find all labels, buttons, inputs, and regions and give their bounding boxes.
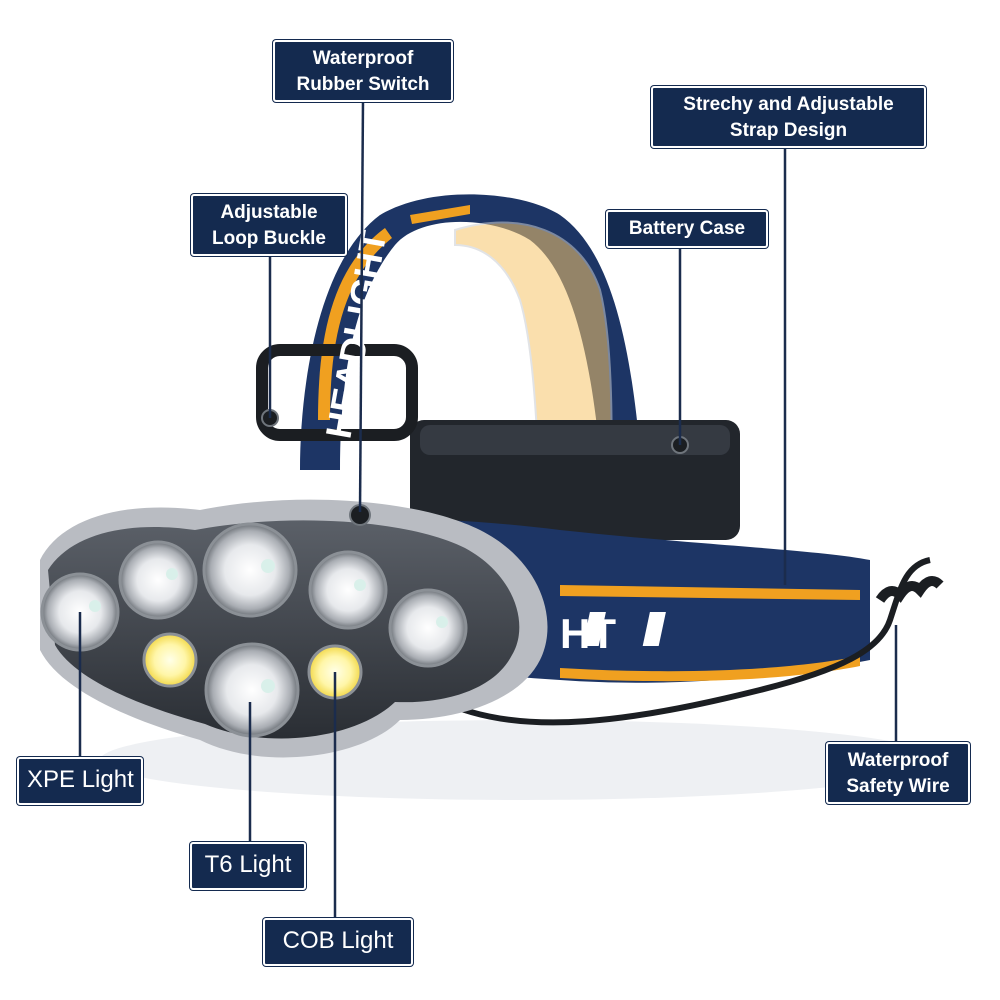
label-line: Rubber Switch xyxy=(296,74,430,95)
label-safety-wire: Waterproof Safety Wire xyxy=(826,742,970,804)
label-line: Waterproof xyxy=(847,750,949,771)
safety-wire-coil xyxy=(875,576,944,603)
led-reflectors xyxy=(40,522,468,738)
label-line: Strechy and Adjustable xyxy=(683,94,894,115)
led-chip xyxy=(354,579,366,591)
label-t6-light: T6 Light xyxy=(190,842,306,890)
leader-lines xyxy=(78,99,898,918)
battery-case-top xyxy=(420,425,730,455)
led-chip xyxy=(166,568,178,580)
xpe-led-upper-left xyxy=(118,540,198,620)
top-strap-stripe xyxy=(318,228,392,420)
label-line: Loop Buckle xyxy=(211,228,326,249)
label-line: COB Light xyxy=(282,927,394,954)
led-chip xyxy=(261,559,275,573)
label-line: T6 Light xyxy=(204,851,292,878)
main-strap-stripe xyxy=(560,656,860,682)
label-strap-design: Strechy and Adjustable Strap Design xyxy=(651,86,926,148)
strap-print-text: HT xyxy=(560,610,616,657)
label-line: Strap Design xyxy=(729,120,848,141)
label-cob-light: COB Light xyxy=(263,918,413,966)
label-line: Adjustable xyxy=(220,202,318,223)
strap-dash xyxy=(642,612,666,646)
leader-switch xyxy=(358,99,365,513)
led-chip xyxy=(436,616,448,628)
t6-led-bottom xyxy=(204,642,300,738)
main-strap-stripe xyxy=(560,585,860,600)
label-loop-buckle: Adjustable Loop Buckle xyxy=(191,194,347,256)
label-line: Battery Case xyxy=(628,218,746,239)
top-strap-stripe xyxy=(410,205,470,224)
strap-dash xyxy=(582,612,606,646)
t6-led-top xyxy=(202,522,298,618)
label-line: Waterproof xyxy=(312,48,414,69)
label-xpe-light: XPE Light xyxy=(17,757,143,805)
xpe-led-right xyxy=(388,588,468,668)
loop-buckle-shape xyxy=(256,344,418,441)
label-line: Safety Wire xyxy=(846,776,950,797)
cob-led-left xyxy=(142,632,198,688)
label-battery-case: Battery Case xyxy=(606,210,768,248)
xpe-led-upper-right xyxy=(308,550,388,630)
label-line: XPE Light xyxy=(27,766,134,793)
label-waterproof-switch: Waterproof Rubber Switch xyxy=(273,40,453,102)
led-chip xyxy=(261,679,275,693)
led-chip xyxy=(89,600,101,612)
